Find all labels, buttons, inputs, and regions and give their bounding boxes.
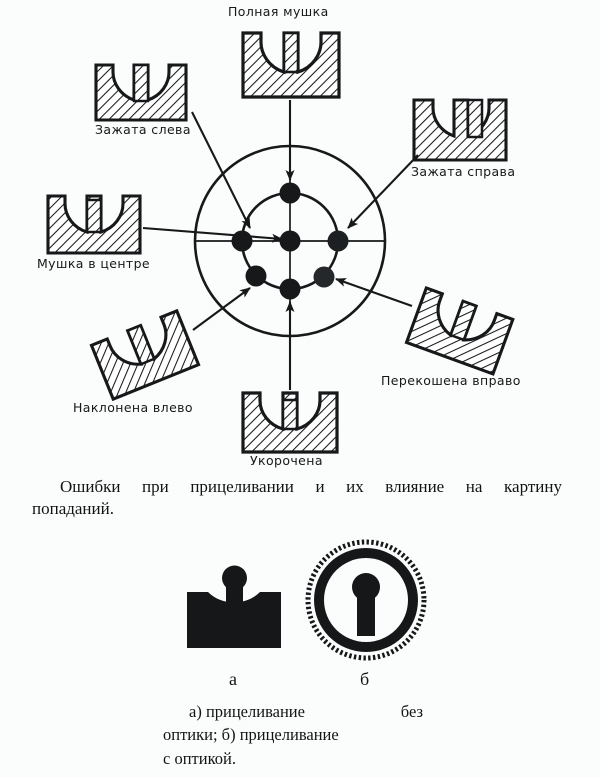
dot-bottom: [279, 278, 301, 300]
caption-optics: а) прицеливание без оптики; б) прицелива…: [163, 700, 423, 770]
sight-tilted-left: [89, 308, 201, 402]
caption-word: влияние: [385, 477, 445, 496]
pointer-arrows: [142, 100, 419, 390]
caption-word: Ошибки: [60, 477, 121, 496]
sight-shortened: [241, 391, 339, 454]
arrow-to-bottom-right-dot: [335, 278, 413, 307]
label-sight-centered: Мушка в центре: [37, 256, 151, 271]
optics-a-open-sight: [187, 565, 281, 648]
caption-optics-line2: оптики; б) прицеливание: [163, 725, 339, 745]
label-letter-b: б: [360, 669, 370, 689]
dot-left: [231, 230, 253, 252]
sight-centered: [46, 194, 142, 255]
sight-clamped-left: [94, 63, 188, 122]
caption-word: и: [315, 477, 325, 496]
arrow-to-center-dot: [142, 226, 283, 243]
caption-word: их: [346, 477, 364, 496]
caption-word: на: [465, 477, 483, 496]
arrow-to-bottom-left-dot: [192, 287, 251, 331]
caption-optics-line1-left: а) прицеливание: [189, 702, 305, 721]
dot-top: [279, 182, 301, 204]
arrow-to-left-dot: [191, 111, 251, 229]
label-letter-a: а: [229, 669, 237, 689]
dot-right: [327, 230, 349, 252]
optics-comparison: [187, 539, 427, 661]
dot-bottom-right: [313, 266, 335, 288]
caption-line-2: попаданий.: [32, 499, 114, 519]
dot-center: [279, 230, 301, 252]
optics-b-scope: [305, 539, 427, 661]
caption-word: прицеливании: [190, 477, 294, 496]
caption-optics-line1-right: без: [400, 702, 423, 721]
sight-skewed-right: [404, 285, 515, 376]
label-shortened: Укорочена: [250, 453, 323, 468]
label-tilted-left: Наклонена влево: [73, 400, 193, 415]
caption-word: картину: [504, 477, 562, 496]
sight-full-front-sight: [241, 31, 341, 99]
sight-clamped-right: [412, 98, 508, 162]
caption-optics-line3: с оптикой.: [163, 748, 236, 768]
label-clamped-left: Зажата слева: [95, 122, 191, 137]
label-skewed-right: Перекошена вправо: [381, 373, 521, 388]
label-clamped-right: Зажата справа: [411, 164, 516, 179]
arrow-to-right-dot: [347, 154, 419, 229]
label-full-front-sight: Полная мушка: [228, 4, 329, 19]
dot-bottom-left: [245, 265, 267, 287]
caption-main: Ошибки при прицеливании и их влияние на …: [32, 476, 562, 521]
target-diagram: [193, 144, 387, 338]
caption-word: при: [142, 477, 169, 496]
